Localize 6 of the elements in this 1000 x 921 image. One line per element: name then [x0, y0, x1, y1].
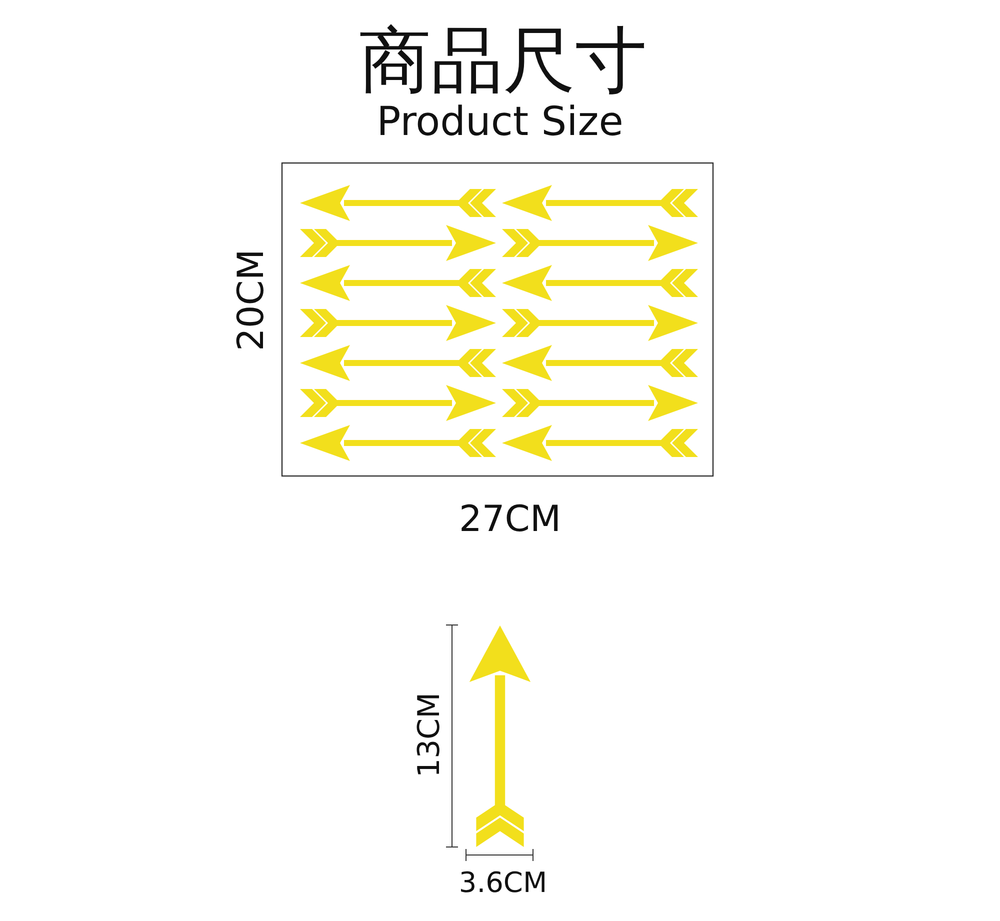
dimension-label: 3.6CM	[458, 869, 548, 897]
dimension-label: 20CM	[234, 249, 270, 351]
dimension-label: 27CM	[459, 502, 561, 538]
subtitle: Product Size	[376, 102, 624, 142]
title: 商品尺寸	[359, 24, 647, 96]
dimension-label: 13CM	[415, 692, 445, 778]
